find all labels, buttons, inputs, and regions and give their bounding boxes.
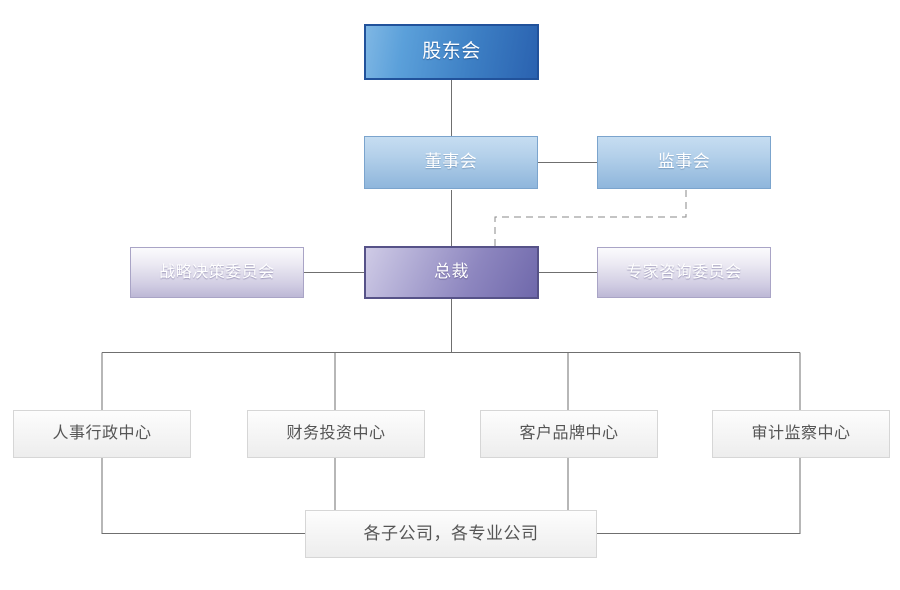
node-label: 客户品牌中心 xyxy=(519,425,619,443)
node-subsidiaries[interactable]: 各子公司，各专业公司 xyxy=(305,510,597,558)
node-label: 董事会 xyxy=(424,152,478,172)
node-board-of-supervisors[interactable]: 监事会 xyxy=(597,136,771,189)
node-president[interactable]: 总裁 xyxy=(364,246,539,299)
node-label: 监事会 xyxy=(657,152,711,172)
node-expert-advisory-committee[interactable]: 专家咨询委员会 xyxy=(597,247,771,298)
node-shareholders-meeting[interactable]: 股东会 xyxy=(364,24,539,80)
node-label: 各子公司，各专业公司 xyxy=(363,523,539,543)
node-label: 审计监察中心 xyxy=(751,425,851,443)
node-center-finance-investment[interactable]: 财务投资中心 xyxy=(247,410,425,458)
edge-center-1-sub xyxy=(101,458,305,535)
node-label: 总裁 xyxy=(434,262,469,282)
node-center-customer-brand[interactable]: 客户品牌中心 xyxy=(480,410,658,458)
node-center-audit-supervision[interactable]: 审计监察中心 xyxy=(712,410,890,458)
node-label: 战略决策委员会 xyxy=(159,263,275,281)
node-label: 专家咨询委员会 xyxy=(626,263,742,281)
edge-supervisors-president-dashed xyxy=(494,190,687,246)
node-label: 人事行政中心 xyxy=(52,425,152,443)
node-center-hr-admin[interactable]: 人事行政中心 xyxy=(13,410,191,458)
node-board-of-directors[interactable]: 董事会 xyxy=(364,136,538,189)
node-label: 财务投资中心 xyxy=(286,425,386,443)
node-strategy-decision-committee[interactable]: 战略决策委员会 xyxy=(130,247,304,298)
node-label: 股东会 xyxy=(422,40,481,62)
edge-center-4-sub xyxy=(597,458,801,535)
